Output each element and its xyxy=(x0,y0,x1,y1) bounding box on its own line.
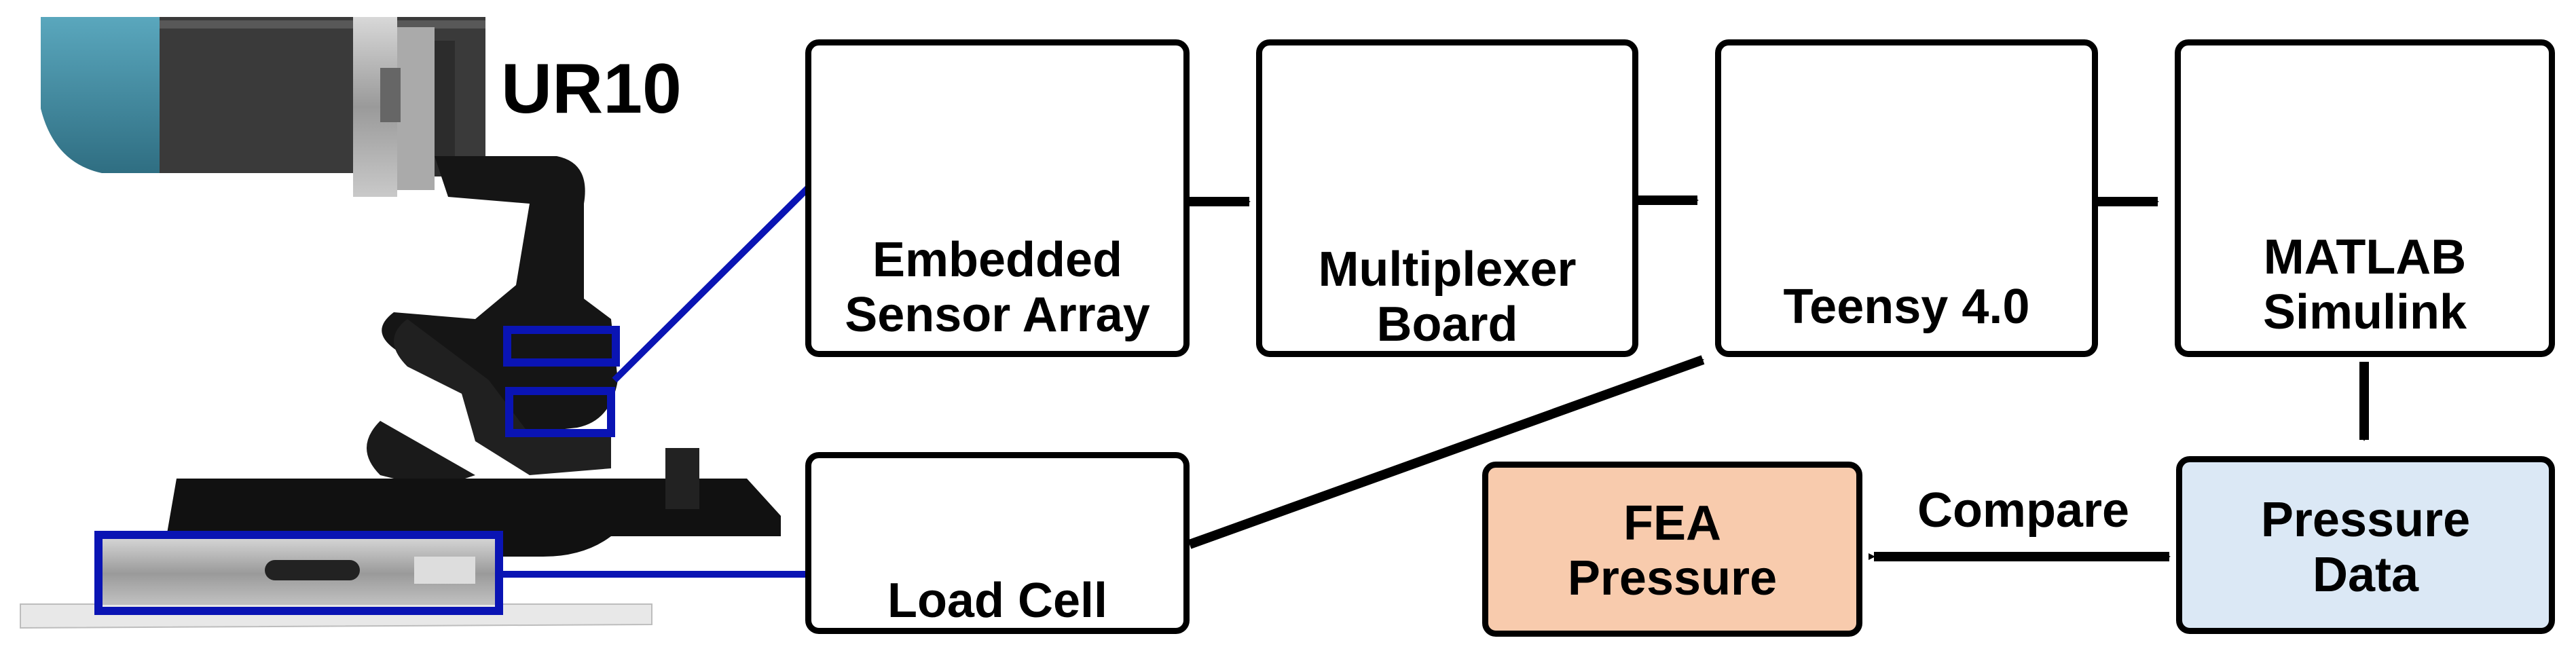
node-teensy: Teensy 4.0 xyxy=(1715,39,2098,357)
pressure-data-label-line1: Pressure xyxy=(2260,493,2471,547)
fea-pressure-label-line1: FEA xyxy=(1623,496,1721,551)
teensy-label: Teensy 4.0 xyxy=(1783,280,2030,334)
multiplexer-label-line1: Multiplexer xyxy=(1318,242,1577,297)
node-sensor-array: Embedded Sensor Array xyxy=(805,39,1190,357)
node-matlab-simulink: MATLAB Simulink xyxy=(2175,39,2555,357)
multiplexer-label-line2: Board xyxy=(1376,297,1518,352)
sensor-array-label-line2: Sensor Array xyxy=(845,287,1150,342)
fea-pressure-label-line2: Pressure xyxy=(1567,551,1778,605)
matlab-label-line1: MATLAB xyxy=(2263,230,2467,284)
arrows xyxy=(1188,195,2369,561)
pressure-data-label-line2: Data xyxy=(2312,547,2419,602)
robot-arm-cap xyxy=(41,17,163,173)
leader-lines xyxy=(499,182,814,578)
highlight-sensor-upper xyxy=(503,326,620,367)
node-fea-pressure: FEA Pressure xyxy=(1482,462,1862,637)
sensor-array-label-line1: Embedded xyxy=(872,233,1123,287)
highlight-sensor-lower xyxy=(505,387,615,437)
robot-rig-illustration xyxy=(20,17,781,629)
node-load-cell: Load Cell xyxy=(805,452,1190,634)
load-cell-label: Load Cell xyxy=(887,574,1108,628)
node-pressure-data: Pressure Data xyxy=(2176,456,2555,634)
arrow-loadcell-to-teensy xyxy=(1188,355,1705,549)
compare-label: Compare xyxy=(1917,483,2130,538)
robot-label: UR10 xyxy=(501,50,682,128)
node-multiplexer-board: Multiplexer Board xyxy=(1256,39,1638,357)
matlab-label-line2: Simulink xyxy=(2262,284,2467,339)
leader-to-sensor-array xyxy=(612,182,814,383)
